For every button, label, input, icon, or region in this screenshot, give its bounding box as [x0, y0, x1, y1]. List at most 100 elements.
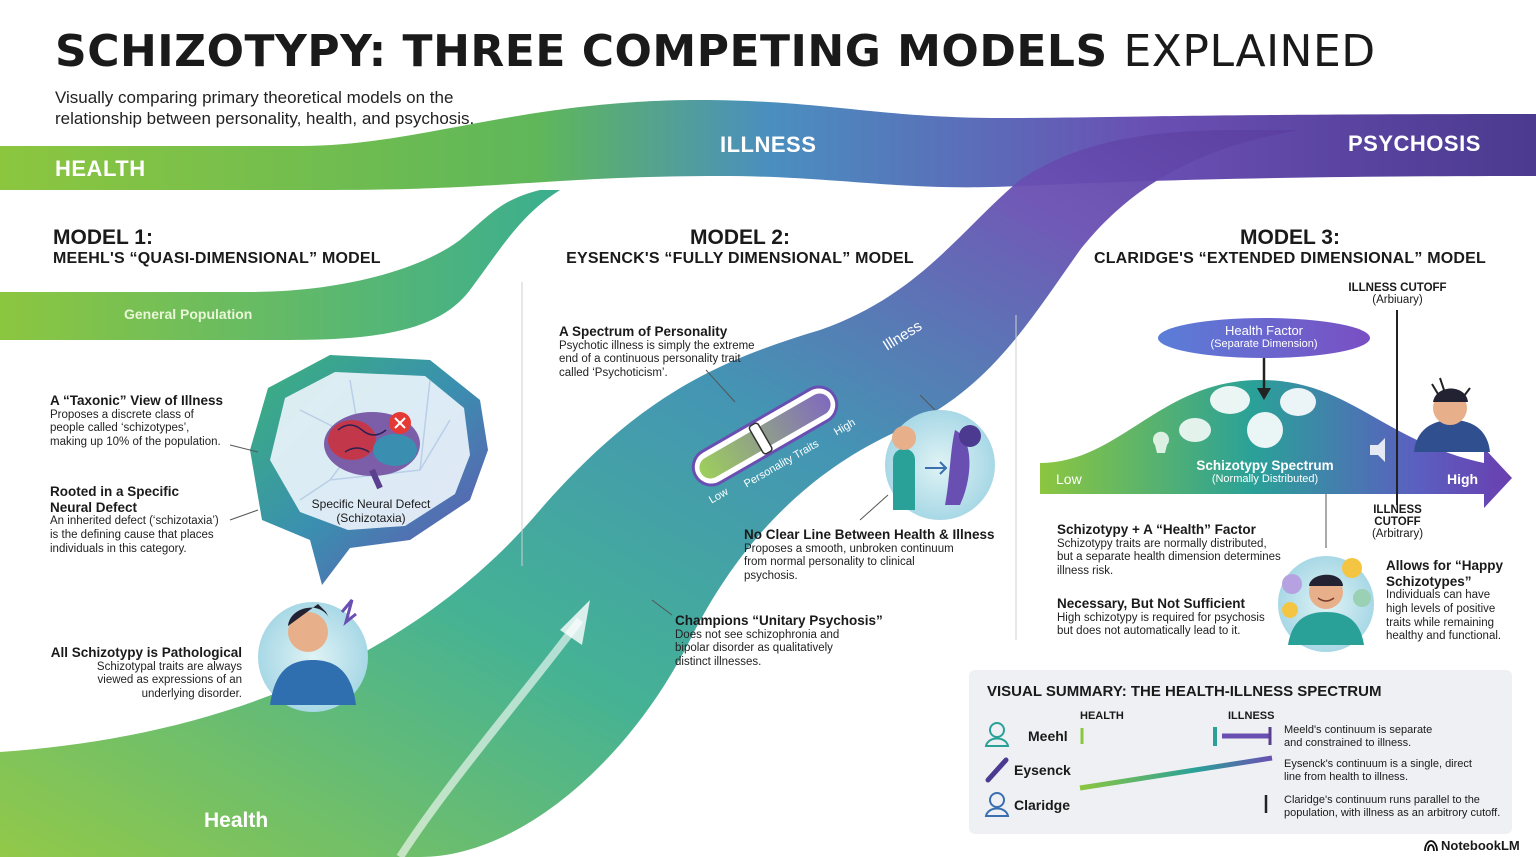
text-line: population, with illness as an arbitrory… — [1284, 807, 1501, 820]
health-factor-sub: (Separate Dimension) — [1210, 338, 1318, 350]
text-line: Eysenck's continuum is a single, direct — [1284, 758, 1472, 770]
model3-point-necessary: Necessary, But Not Sufficient High schiz… — [1057, 596, 1287, 639]
health-factor-pill: Health Factor (Separate Dimension) — [1158, 318, 1370, 358]
text-line: Schizotypal traits are always — [96, 660, 242, 673]
text-line: traits while remaining — [1386, 616, 1495, 629]
model1-point-neural-defect: Rooted in a Specific Neural Defect An in… — [50, 484, 250, 556]
model1-point-neural-defect-text: An inherited defect (‘schizotaxia’) is t… — [50, 515, 250, 556]
title-bold: SCHIZOTYPY: THREE COMPETING MODELS — [55, 26, 1108, 77]
text-line: Psychotic illness is simply the extreme — [559, 339, 755, 352]
model1-point-neural-defect-heading: Rooted in a Specific Neural Defect — [50, 484, 250, 515]
text-line: people called ‘schizotypes’, — [50, 422, 190, 435]
text-line: illness risk. — [1057, 565, 1114, 578]
text-line: Schizotypes” — [1386, 573, 1472, 589]
summary-row-eysenck-label: Eysenck — [1014, 762, 1071, 778]
text-line: end of a continuous personality trait — [559, 353, 741, 366]
model3-number: MODEL 3: — [1240, 226, 1340, 249]
band-label-health-bottom: Health — [204, 809, 269, 832]
text-line: Schizotypy traits are normally distribut… — [1057, 537, 1267, 550]
model2-point-unitary-psychosis-heading: Champions “Unitary Psychosis” — [675, 613, 883, 628]
illness-cutoff-bottom: ILLNESS CUTOFF (Arbitrary) — [1360, 504, 1435, 540]
model1-point-pathological: All Schizotypy is Pathological Schizotyp… — [40, 645, 242, 702]
model1-point-taxonic: A “Taxonic” View of Illness Proposes a d… — [50, 393, 250, 450]
model2-name: EYSENCK'S “FULLY DIMENSIONAL” MODEL — [566, 250, 914, 267]
band-label-psychosis: PSYCHOSIS — [1348, 131, 1481, 156]
model1-point-pathological-heading: All Schizotypy is Pathological — [50, 645, 242, 660]
text-line: Allows for “Happy — [1386, 558, 1504, 573]
text-line: CUTOFF — [1374, 516, 1421, 528]
text-line: healthy and functional. — [1386, 630, 1502, 643]
model3-point-health-factor-text: Schizotypy traits are normally distribut… — [1057, 538, 1317, 579]
text-line: line from health to illness. — [1284, 771, 1409, 784]
text-line: individuals in this category. — [50, 542, 187, 555]
visual-summary-graphics — [984, 722, 1273, 817]
model3-point-necessary-heading: Necessary, But Not Sufficient — [1057, 596, 1246, 611]
summary-row-meehl-desc: Meeld's continuum is separate and constr… — [1284, 724, 1432, 750]
model1-point-taxonic-heading: A “Taxonic” View of Illness — [50, 393, 224, 408]
model1-number: MODEL 1: — [53, 226, 153, 249]
crystal-label-sub: (Schizotaxia) — [336, 511, 406, 525]
text-line: Neural Defect — [50, 499, 138, 515]
text-line: ILLNESS — [1373, 504, 1422, 516]
model3-point-health-factor: Schizotypy + A “Health” Factor Schizotyp… — [1057, 522, 1317, 579]
text-line: and constrained to illness. — [1284, 737, 1412, 750]
text-line: bipolar disorder as qualitatively — [675, 642, 833, 655]
model3-point-necessary-text: High schizotypy is required for psychosi… — [1057, 612, 1287, 640]
text-line: Claridge's continuum runs parallel to th… — [1284, 794, 1480, 806]
illness-cutoff-bottom-sub: (Arbitrary) — [1371, 528, 1424, 540]
spectrum-label: Schizotypy Spectrum (Normally Distribute… — [1170, 458, 1360, 485]
model3-point-health-factor-heading: Schizotypy + A “Health” Factor — [1057, 522, 1256, 537]
model2-point-no-clear-line: No Clear Line Between Health & Illness P… — [744, 527, 1004, 584]
model3-header: MODEL 3: CLARIDGE'S “EXTENDED DIMENSIONA… — [1060, 226, 1520, 268]
crystal-label-main: Specific Neural Defect — [311, 497, 431, 511]
text-line: Proposes a discrete class of — [50, 408, 194, 421]
visual-summary-box — [969, 670, 1512, 834]
text-line: making up 10% of the population. — [50, 436, 221, 449]
summary-col-illness: ILLNESS — [1228, 710, 1275, 722]
summary-row-meehl-label: Meehl — [1028, 728, 1068, 744]
model3-name: CLARIDGE'S “EXTENDED DIMENSIONAL” MODEL — [1093, 250, 1487, 267]
model1-point-pathological-text: Schizotypal traits are always viewed as … — [40, 661, 242, 702]
model2-header: MODEL 2: EYSENCK'S “FULLY DIMENSIONAL” M… — [540, 226, 940, 268]
text-line: but does not automatically lead to it. — [1057, 625, 1241, 638]
model1-header: MODEL 1: MEEHL'S “QUASI-DIMENSIONAL” MOD… — [53, 226, 381, 268]
model1-name: MEEHL'S “QUASI-DIMENSIONAL” MODEL — [53, 250, 381, 267]
model2-point-no-clear-line-text: Proposes a smooth, unbroken continuum fr… — [744, 543, 1004, 584]
summary-row-eysenck-desc: Eysenck's continuum is a single, direct … — [1284, 758, 1472, 784]
summary-row-claridge-label: Claridge — [1014, 797, 1071, 813]
model2-point-spectrum: A Spectrum of Personality Psychotic illn… — [559, 324, 779, 381]
title-light: EXPLAINED — [1123, 26, 1376, 77]
spectrum-label-main: Schizotypy Spectrum — [1196, 458, 1334, 473]
summary-row-claridge-desc: Claridge's continuum runs parallel to th… — [1284, 794, 1500, 820]
text-line: Does not see schizophronia and — [675, 628, 840, 641]
model2-point-no-clear-line-heading: No Clear Line Between Health & Illness — [744, 527, 995, 542]
text-line: Meeld's continuum is separate — [1284, 724, 1433, 736]
model3-point-happy-schizotypes-text: Individuals can have high levels of posi… — [1386, 589, 1526, 644]
band-label-illness: ILLNESS — [720, 132, 817, 157]
text-line: An inherited defect (‘schizotaxia’) — [50, 515, 219, 528]
band-label-general-population: General Population — [124, 306, 253, 322]
model2-point-spectrum-heading: A Spectrum of Personality — [559, 324, 728, 339]
illness-cutoff-top: ILLNESS CUTOFF (Arbiuary) — [1335, 282, 1460, 306]
text-line: High schizotypy is required for psychosi… — [1057, 611, 1265, 624]
model2-number: MODEL 2: — [690, 226, 790, 249]
text-line: distinct illnesses. — [675, 656, 762, 669]
text-line: Rooted in a Specific — [50, 484, 180, 499]
text-line: psychosis. — [744, 570, 798, 583]
text-line: from normal personality to clinical — [744, 556, 915, 569]
text-line: called ‘Psychoticism’. — [559, 367, 668, 380]
spectrum-high-label: High — [1447, 471, 1479, 487]
text-line: Individuals can have — [1386, 589, 1491, 602]
notebooklm-brand: NotebookLM — [1424, 838, 1520, 853]
model2-point-unitary-psychosis: Champions “Unitary Psychosis” Does not s… — [675, 613, 895, 670]
text-line: Proposes a smooth, unbroken continuum — [744, 542, 954, 555]
illness-cutoff-top-sub: (Arbiuary) — [1372, 294, 1423, 306]
spectrum-low-label: Low — [1056, 471, 1082, 487]
notebooklm-logo-icon — [1424, 839, 1438, 851]
notebooklm-brand-text: NotebookLM — [1441, 838, 1520, 853]
model3-point-happy-schizotypes-heading: Allows for “Happy Schizotypes” — [1386, 558, 1526, 589]
subtitle-line-1: Visually comparing primary theoretical m… — [55, 88, 454, 107]
subtitle-line-2: relationship between personality, health… — [55, 109, 475, 129]
spectrum-label-sub: (Normally Distributed) — [1211, 473, 1319, 485]
